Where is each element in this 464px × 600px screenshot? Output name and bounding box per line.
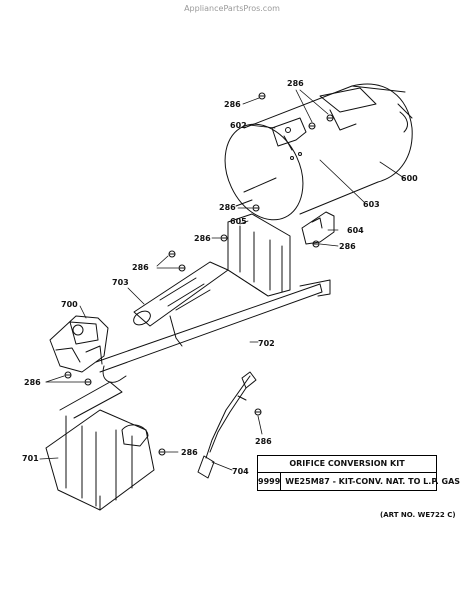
label-286-bracket: 286 [194, 234, 211, 243]
label-701: 701 [22, 454, 39, 463]
leader-lines [39, 89, 405, 471]
label-602: 602 [230, 121, 247, 130]
kit-row: 9999 WE25M87 - KIT-CONV. NAT. TO L.P. GA… [258, 473, 460, 491]
label-603: 603 [363, 200, 380, 209]
burner-bracket [227, 213, 291, 297]
gas-valve [49, 315, 109, 373]
orifice-conversion-kit-table: ORIFICE CONVERSION KIT 9999 WE25M87 - KI… [257, 455, 460, 491]
screw-icons [64, 92, 334, 456]
label-286-mid: 286 [219, 203, 236, 212]
kit-number: 9999 [258, 473, 282, 491]
label-703: 703 [112, 278, 129, 287]
watermark: AppliancePartsPros.com [184, 4, 280, 13]
label-702: 702 [258, 339, 275, 348]
label-600: 600 [401, 174, 418, 183]
label-286-igniter: 286 [255, 437, 272, 446]
drum-bracket [271, 117, 307, 151]
sensor-bracket [301, 211, 335, 245]
label-286-valve: 286 [24, 378, 41, 387]
label-286-burner: 286 [132, 263, 149, 272]
label-286-lower: 286 [181, 448, 198, 457]
igniter [197, 371, 257, 479]
art-number: (ART NO. WE722 C) [380, 511, 456, 519]
combustion-chamber-drum [224, 83, 413, 221]
label-286-top-left: 286 [224, 100, 241, 109]
kit-title: ORIFICE CONVERSION KIT [258, 456, 436, 473]
label-704: 704 [232, 467, 249, 476]
label-286-right: 286 [339, 242, 356, 251]
gas-manifold-pipe [95, 279, 331, 383]
valve-mounting-bracket [45, 381, 155, 511]
kit-description: WE25M87 - KIT-CONV. NAT. TO L.P. GAS [285, 477, 461, 486]
label-604: 604 [347, 226, 364, 235]
label-700: 700 [61, 300, 78, 309]
label-605: 605 [230, 217, 247, 226]
label-286-top-center: 286 [287, 79, 304, 88]
burner-assembly [133, 261, 229, 347]
